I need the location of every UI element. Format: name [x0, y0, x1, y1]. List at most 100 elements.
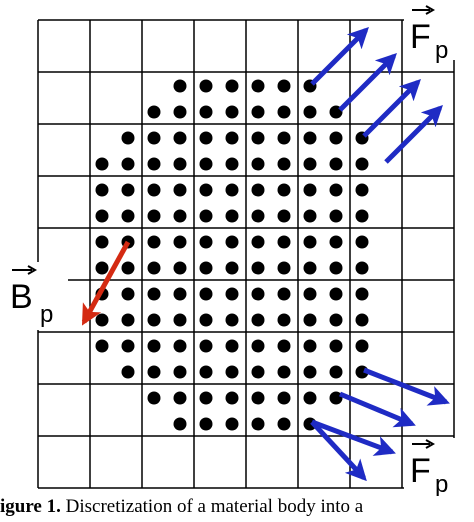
particle-dot: [303, 261, 317, 275]
particle-dot: [173, 417, 187, 431]
particle-dot: [199, 183, 213, 197]
particle-dot: [329, 131, 343, 145]
particle-dot: [147, 365, 161, 379]
particle-dot: [147, 339, 161, 353]
particle-dot: [251, 417, 265, 431]
particle-dot: [173, 365, 187, 379]
particle-dot: [199, 157, 213, 171]
particle-dot: [199, 339, 213, 353]
particle-dot: [277, 79, 291, 93]
particle-dot: [277, 131, 291, 145]
particle-dot: [225, 157, 239, 171]
particle-dot: [121, 339, 135, 353]
particle-dot: [173, 391, 187, 405]
force-arrow: [384, 105, 443, 164]
particle-dot: [147, 157, 161, 171]
particle-dot: [121, 313, 135, 327]
particle-dot: [173, 131, 187, 145]
particle-dot: [277, 105, 291, 119]
particle-dot: [355, 183, 369, 197]
particle-dot: [303, 105, 317, 119]
particle-dot: [329, 339, 343, 353]
particle-dot: [121, 157, 135, 171]
particle-dot: [173, 209, 187, 223]
particle-dot: [121, 183, 135, 197]
particle-dot: [329, 365, 343, 379]
particle-dot: [225, 417, 239, 431]
particle-dot: [121, 261, 135, 275]
particle-dot: [225, 183, 239, 197]
particle-dot: [225, 235, 239, 249]
particle-dot: [147, 183, 161, 197]
particle-dot: [355, 235, 369, 249]
particle-dot: [303, 339, 317, 353]
force-arrow: [310, 27, 369, 86]
particle-dot: [277, 391, 291, 405]
force-symbol: F: [410, 18, 431, 56]
particle-dot: [277, 313, 291, 327]
particle-dot: [147, 131, 161, 145]
particle-dot: [355, 287, 369, 301]
particle-dot: [277, 339, 291, 353]
caption-text: Discretization of a material body into a: [60, 496, 364, 517]
particle-dot: [303, 313, 317, 327]
caption-label: igure 1.: [0, 496, 61, 517]
particle-dot: [277, 157, 291, 171]
boundary-subscript: p: [40, 301, 53, 328]
particle-dot: [95, 339, 109, 353]
particle-dot: [147, 261, 161, 275]
force-arrow: [363, 367, 450, 406]
particle-dot: [225, 105, 239, 119]
particle-dot: [251, 261, 265, 275]
particle-dot: [225, 365, 239, 379]
particle-dot: [173, 79, 187, 93]
particle-dot: [277, 287, 291, 301]
force-label-top: F p: [404, 2, 468, 64]
particle-dot: [95, 157, 109, 171]
particle-dot: [277, 365, 291, 379]
particle-dot: [251, 131, 265, 145]
discretization-diagram: F p F p B p: [10, 2, 468, 496]
particle-dot: [277, 261, 291, 275]
particle-dot: [329, 209, 343, 223]
force-arrow: [362, 79, 421, 138]
particle-dot: [303, 235, 317, 249]
particle-dot: [147, 287, 161, 301]
particle-dot: [121, 287, 135, 301]
force-symbol: F: [410, 452, 431, 490]
particle-dot: [251, 313, 265, 327]
particle-dot: [251, 235, 265, 249]
background-grid: [37, 19, 455, 489]
particle-dot: [199, 365, 213, 379]
particle-dot: [173, 339, 187, 353]
particle-dot: [173, 183, 187, 197]
particle-dot: [121, 365, 135, 379]
particle-dot: [251, 365, 265, 379]
force-label-bottom: F p: [404, 438, 468, 496]
particle-dot: [251, 209, 265, 223]
force-subscript: p: [435, 471, 448, 496]
particle-dot: [199, 261, 213, 275]
particle-dot: [303, 287, 317, 301]
particle-dot: [199, 287, 213, 301]
particle-dot: [199, 391, 213, 405]
boundary-symbol: B: [10, 278, 33, 316]
particle-dot: [251, 391, 265, 405]
force-arrow: [338, 53, 397, 112]
particle-dot: [303, 157, 317, 171]
particle-dot: [355, 209, 369, 223]
particle-dot: [303, 391, 317, 405]
particle-dot: [225, 339, 239, 353]
particle-dot: [199, 313, 213, 327]
particle-dot: [225, 131, 239, 145]
particle-dot: [173, 287, 187, 301]
particle-dot: [251, 105, 265, 119]
particle-dot: [329, 157, 343, 171]
particle-dot: [355, 339, 369, 353]
force-subscript: p: [435, 37, 448, 64]
particle-dot: [199, 105, 213, 119]
particle-dot: [303, 131, 317, 145]
particle-dot: [277, 417, 291, 431]
particle-dot: [355, 157, 369, 171]
particle-dot: [225, 209, 239, 223]
